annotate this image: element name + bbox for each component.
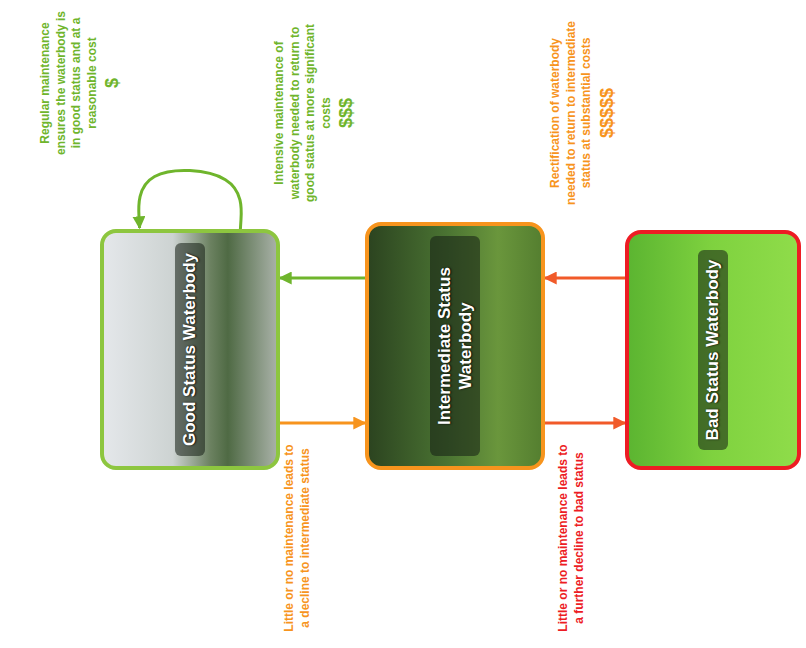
status-arrow xyxy=(280,422,365,425)
arrow-caption: Rectification of waterbody needed to ret… xyxy=(548,18,595,208)
box-title: Good Status Waterbody xyxy=(175,243,204,456)
status-arrow xyxy=(280,277,365,280)
status-box: Intermediate Status Waterbody xyxy=(365,222,545,470)
cost-sign: $$$$$ xyxy=(597,18,619,208)
box-title: Intermediate Status Waterbody xyxy=(430,236,481,456)
arrow-caption: Intensive maintenance of waterbody neede… xyxy=(272,18,334,208)
box-title: Bad Status Waterbody xyxy=(698,250,727,451)
status-arrow xyxy=(545,422,625,425)
cost-sign: $$$ xyxy=(336,18,358,208)
status-arrow xyxy=(139,170,242,229)
arrow-caption: Regular maintenance ensures the waterbod… xyxy=(38,8,100,158)
status-arrow xyxy=(545,277,625,280)
arrow-caption: Little or no maintenance leads to a decl… xyxy=(282,443,313,633)
status-box: Good Status Waterbody xyxy=(100,229,280,470)
status-box: Bad Status Waterbody xyxy=(625,230,801,470)
cost-sign: $ xyxy=(102,8,124,158)
arrow-caption: Little or no maintenance leads to a furt… xyxy=(556,443,587,633)
